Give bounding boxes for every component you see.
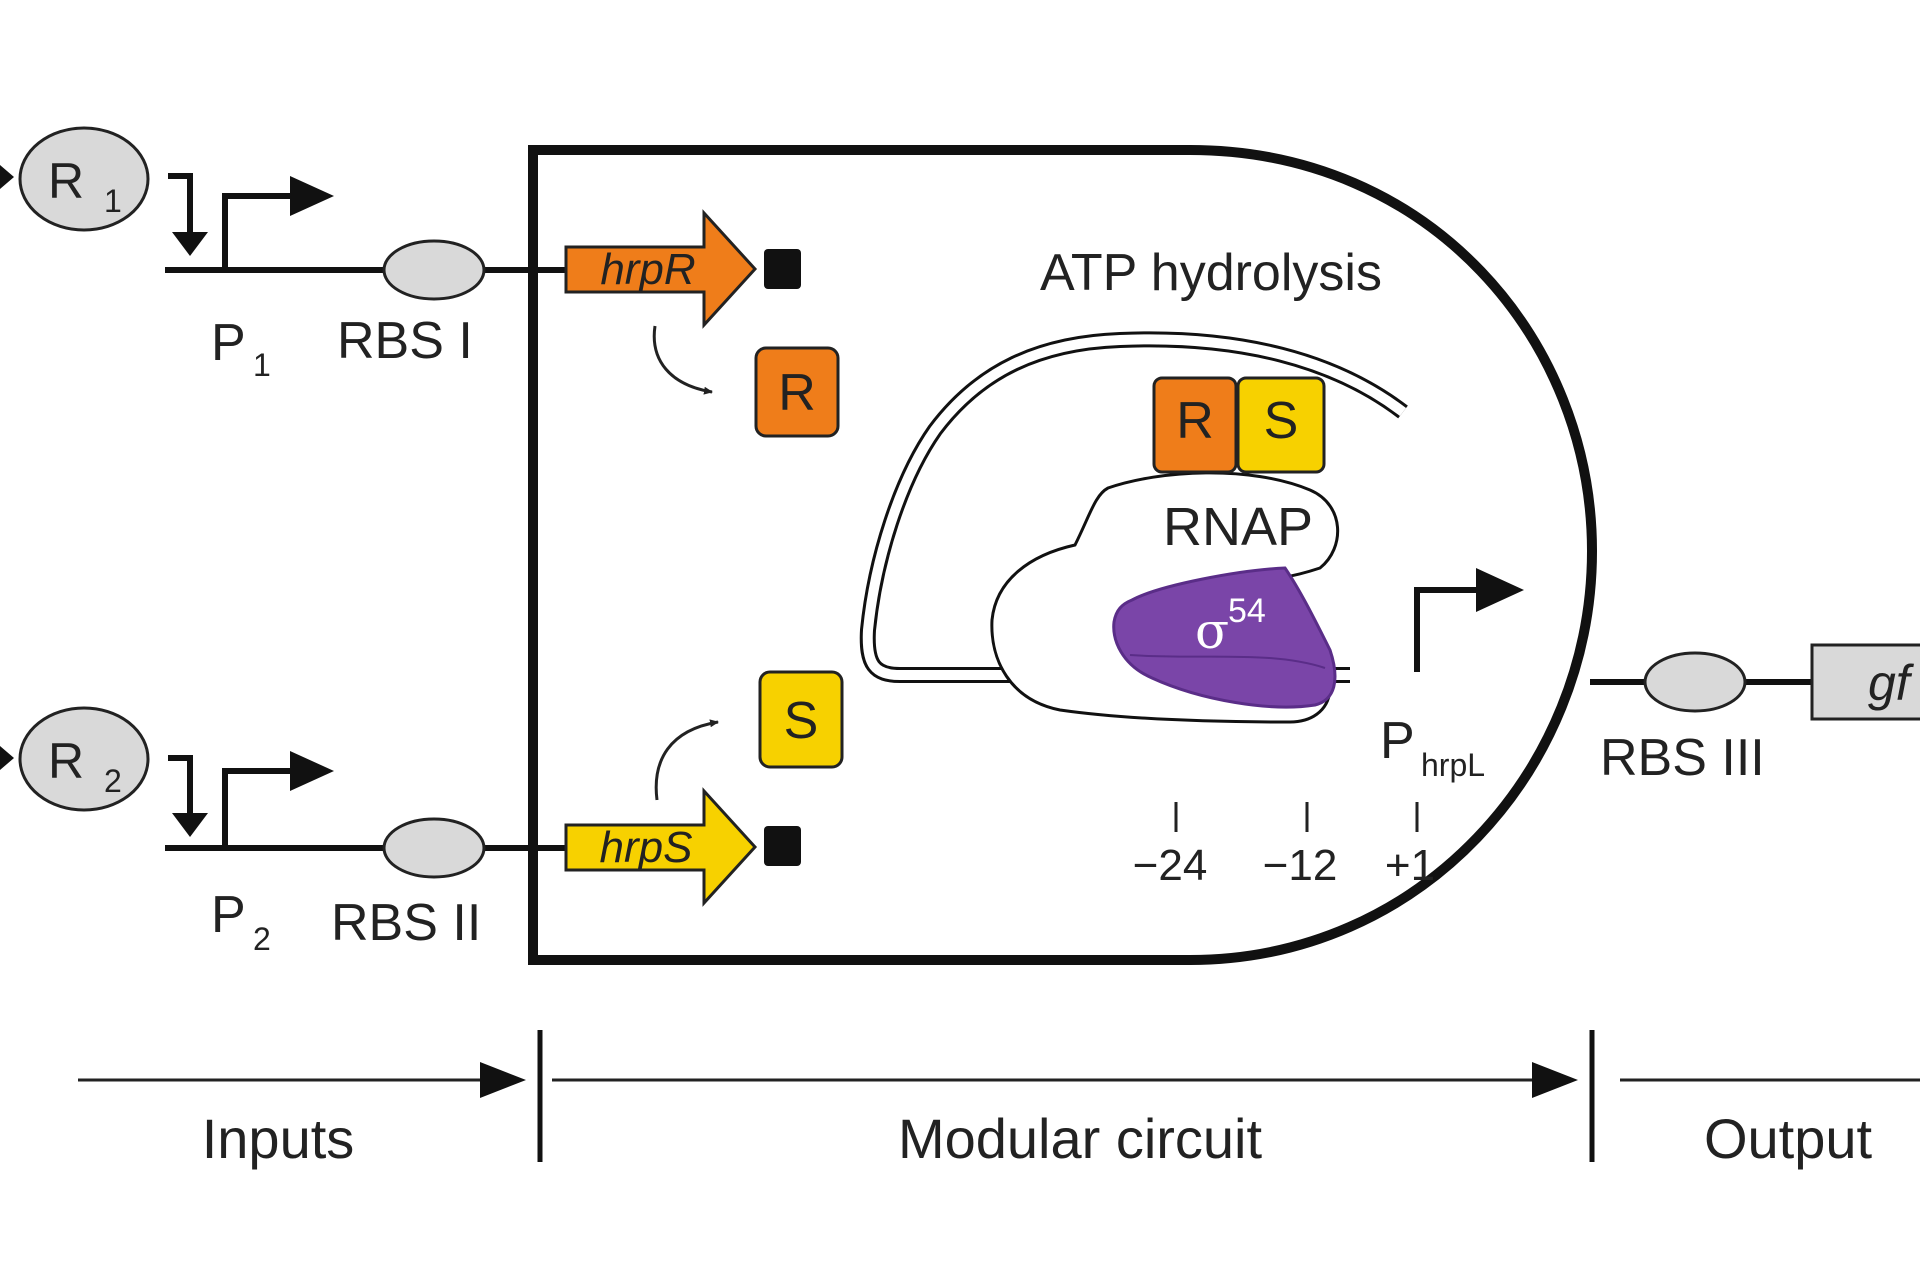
input-1-group: R 1 P 1 RBS I	[0, 126, 566, 383]
promoter-hrpl-arrow	[1414, 587, 1480, 672]
atp-hydrolysis-label: ATP hydrolysis	[1040, 244, 1382, 302]
repression-arrowhead-1	[172, 232, 208, 256]
section-inputs-label: Inputs	[202, 1107, 355, 1170]
dna-loop	[859, 331, 1408, 683]
gene-hrpr: hrpR	[564, 209, 801, 329]
rbs-1-shape	[382, 239, 486, 301]
sigma54-fold	[1129, 654, 1326, 669]
complex-r-label: R	[1176, 392, 1214, 450]
module-box	[528, 145, 1598, 965]
promoter-p1-arrow	[222, 193, 295, 269]
sigma54-sup: 54	[1228, 592, 1266, 630]
protein-r: R	[754, 346, 840, 438]
promoter-hrpl-sub: hrpL	[1421, 747, 1485, 783]
promoter-hrpl-arrowhead	[1476, 568, 1524, 612]
complex-r: R	[1152, 376, 1238, 474]
promoter-p2-sub: 2	[253, 921, 271, 957]
section-axis: Inputs Modular circuit Output	[78, 1030, 1920, 1170]
complex-s: S	[1236, 376, 1326, 474]
gene-hrps: hrpS	[564, 787, 801, 907]
rbs-3-label: RBS III	[1600, 729, 1765, 787]
circuit-axis-arrowhead	[1532, 1062, 1578, 1098]
regulator-r1-sub: 1	[104, 183, 122, 219]
promoter-hrpl-label: P	[1380, 712, 1415, 770]
complex-s-label: S	[1264, 392, 1299, 450]
rbs-2-label: RBS II	[331, 894, 481, 952]
promoter-p1-sub: 1	[253, 347, 271, 383]
protein-s-label: S	[784, 692, 819, 750]
input-2-group: R 2 P 2 RBS II	[0, 706, 566, 957]
position-minus24: −24	[1133, 841, 1208, 890]
expression-arrow-s	[654, 719, 719, 801]
rbs-1-label: RBS I	[337, 312, 473, 370]
regulator-r1	[18, 126, 150, 232]
sigma54-shape	[1112, 566, 1337, 709]
rbs-2-shape	[382, 817, 486, 879]
section-circuit-label: Modular circuit	[898, 1107, 1263, 1170]
output-group: gf RBS III	[1590, 643, 1920, 787]
regulator-r2	[18, 706, 150, 812]
regulator-r1-label: R	[48, 153, 84, 209]
input-2-arrow-stub	[0, 746, 14, 770]
section-output-label: Output	[1704, 1107, 1873, 1170]
gene-hrps-label: hrpS	[600, 823, 693, 872]
sigma54-label: σ	[1195, 602, 1229, 660]
inputs-axis-arrowhead	[480, 1062, 526, 1098]
rnap-label: RNAP	[1163, 497, 1313, 557]
promoter-p2-label: P	[211, 886, 246, 944]
protein-r-label: R	[778, 364, 816, 422]
promoter-p2-arrow	[222, 768, 295, 848]
regulator-r2-sub: 2	[104, 763, 122, 799]
promoter-p1-arrowhead	[290, 176, 334, 216]
gene-hrps-arrow	[564, 787, 758, 907]
reporter-gene	[1810, 643, 1920, 721]
position-plus1: +1	[1385, 841, 1435, 890]
expression-arrow-r	[652, 325, 713, 395]
repression-arrow-1	[168, 173, 193, 240]
promoter-p1-label: P	[211, 314, 246, 372]
repression-arrow-2	[168, 755, 193, 820]
reporter-gene-label: gf	[1868, 655, 1915, 711]
terminator-2	[764, 826, 801, 866]
position-minus12: −12	[1263, 841, 1338, 890]
repression-arrowhead-2	[172, 813, 208, 837]
gene-hrpr-label: hrpR	[600, 245, 695, 294]
terminator-1	[764, 249, 801, 289]
input-1-arrow-stub	[0, 165, 14, 189]
protein-s: S	[758, 670, 844, 769]
regulator-r2-label: R	[48, 733, 84, 789]
gene-hrpr-arrow	[564, 209, 758, 329]
rbs-3-shape	[1643, 651, 1747, 713]
promoter-p2-arrowhead	[290, 751, 334, 791]
